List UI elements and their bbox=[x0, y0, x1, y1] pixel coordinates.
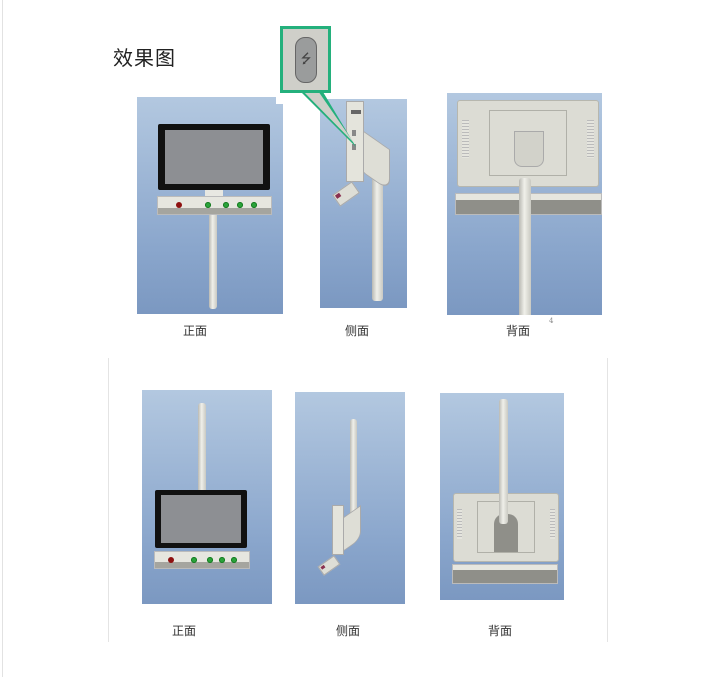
mount-pole bbox=[499, 399, 508, 524]
page-mark: 4 bbox=[549, 317, 554, 325]
button-box-side bbox=[332, 181, 360, 207]
mount-pole bbox=[198, 403, 206, 493]
emergency-stop-button bbox=[176, 202, 182, 209]
mount-pole bbox=[519, 178, 531, 315]
button-bar bbox=[157, 196, 272, 215]
mount-pole bbox=[209, 209, 217, 309]
caption-side: 侧面 bbox=[345, 324, 370, 338]
figure-frame bbox=[108, 358, 608, 642]
monitor-side bbox=[346, 101, 364, 182]
monitor bbox=[158, 124, 270, 190]
monitor-back bbox=[457, 100, 599, 187]
monitor bbox=[155, 490, 247, 548]
button-bar bbox=[154, 551, 250, 569]
render-back-view bbox=[447, 93, 602, 315]
render-front-view bbox=[137, 97, 283, 314]
green-button bbox=[231, 556, 237, 563]
green-button bbox=[223, 202, 229, 209]
render-back-view-inverted bbox=[440, 393, 564, 600]
page-border bbox=[2, 0, 3, 677]
caption-front: 正面 bbox=[172, 624, 197, 638]
caption-back: 背面 bbox=[488, 624, 513, 638]
button-bar-back bbox=[452, 564, 558, 584]
render-front-view-inverted bbox=[142, 390, 272, 604]
green-button bbox=[191, 556, 197, 563]
render-side-view bbox=[320, 99, 407, 308]
green-button bbox=[237, 202, 243, 209]
caption-front: 正面 bbox=[183, 324, 208, 338]
green-button bbox=[219, 556, 225, 563]
green-button bbox=[251, 202, 257, 209]
caption-side: 侧面 bbox=[336, 624, 361, 638]
green-button bbox=[205, 202, 211, 209]
monitor-side bbox=[332, 505, 344, 555]
usb-port-callout: ⭍ bbox=[280, 26, 331, 93]
page-title: 效果图 bbox=[113, 46, 176, 70]
green-button bbox=[207, 556, 213, 563]
usb-icon: ⭍ bbox=[295, 37, 317, 83]
caption-back: 背面 bbox=[506, 324, 531, 338]
mount-pole bbox=[350, 419, 357, 537]
button-box-side bbox=[317, 555, 341, 576]
callout-pointer bbox=[296, 87, 356, 147]
emergency-stop-button bbox=[168, 556, 174, 563]
render-side-view-inverted bbox=[295, 392, 405, 604]
mount-pole bbox=[372, 177, 383, 301]
